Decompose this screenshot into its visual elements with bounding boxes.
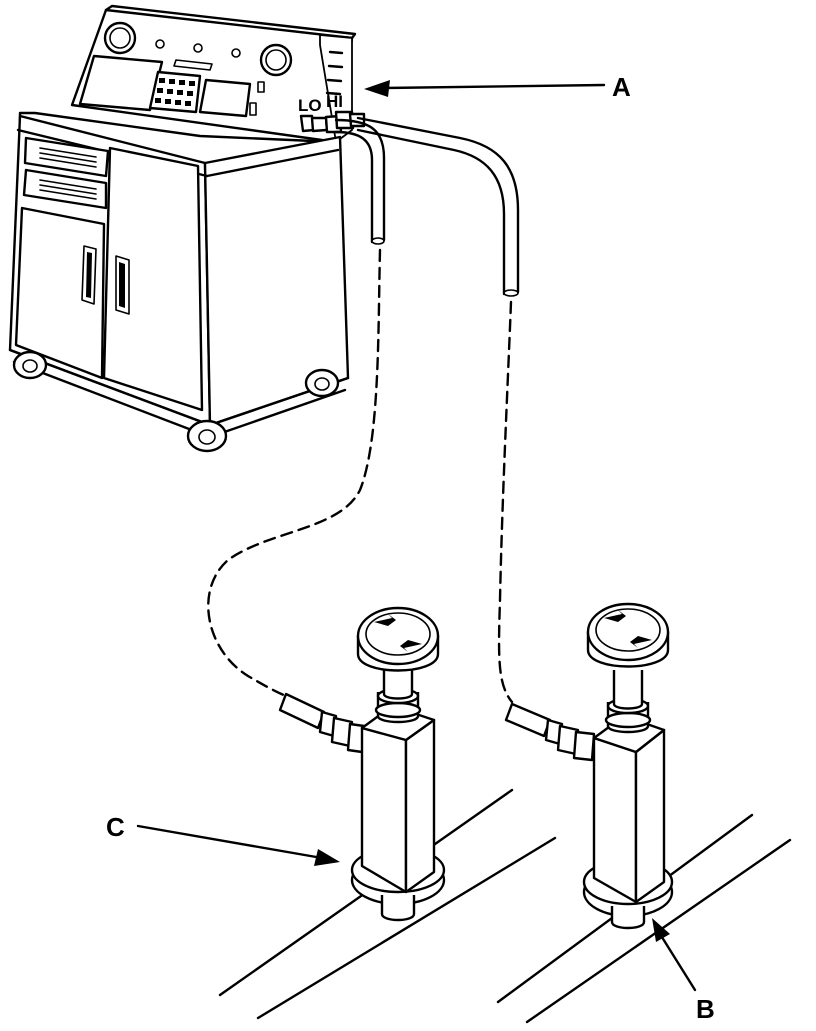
pitot-adapter-left [278, 606, 446, 922]
hi-hose-solid [356, 116, 520, 297]
hi-hose-dashed [497, 300, 514, 704]
casters [12, 350, 340, 453]
pitot-adapter-right [504, 602, 674, 930]
floor-rails [218, 788, 792, 1024]
lo-hose-solid [334, 118, 386, 245]
keypad-keys [155, 78, 195, 106]
test-set-cabinet [8, 4, 357, 453]
lo-port-label: LO [298, 96, 322, 115]
callout-leader-a [364, 80, 606, 97]
drawer-vents [39, 147, 97, 200]
callout-b: B [696, 994, 715, 1024]
callout-leader-c [136, 824, 340, 866]
hi-port-label: HI [326, 92, 343, 111]
callout-a: A [612, 72, 631, 102]
callout-leader-b [652, 918, 697, 992]
callout-c: C [106, 812, 125, 842]
lo-hose-dashed [207, 248, 382, 698]
